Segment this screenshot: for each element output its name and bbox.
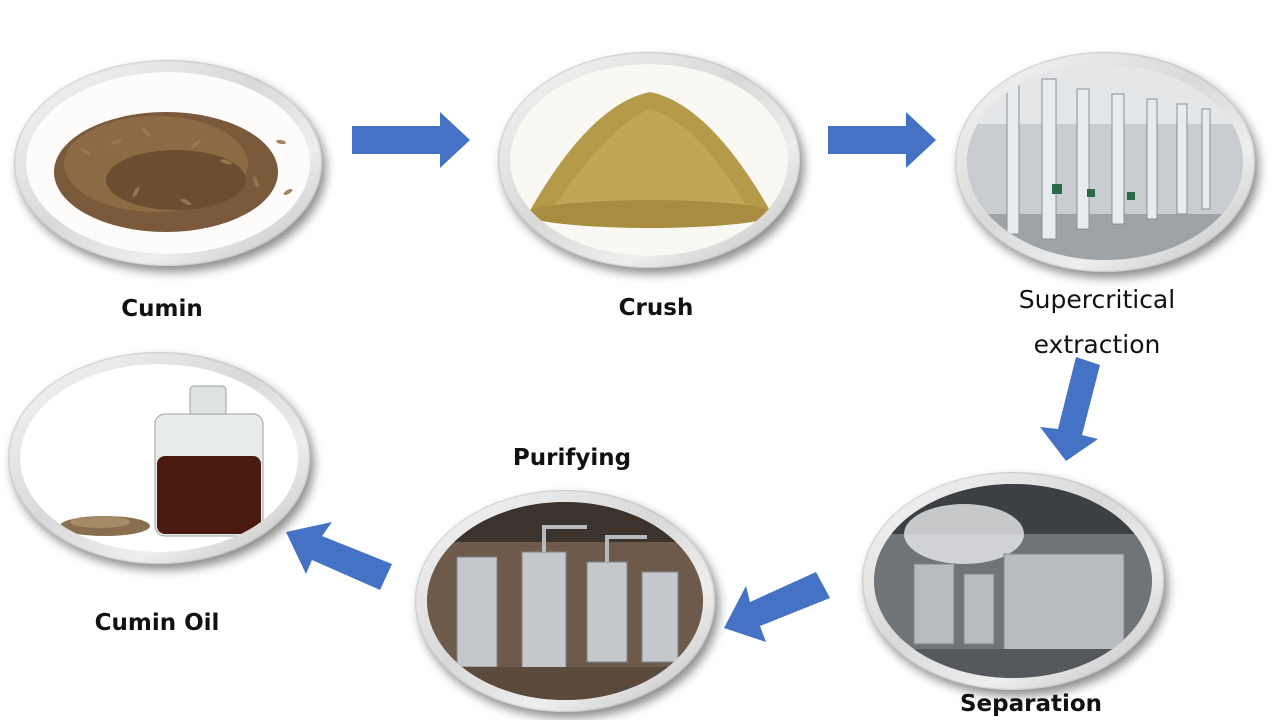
step-label-cumin: Cumin: [121, 296, 203, 322]
purifying-tanks-image-frame: [415, 490, 715, 712]
step-label-cumin-oil: Cumin Oil: [94, 610, 220, 636]
arrow-cumin-to-crush: [352, 112, 470, 168]
arrow-left-icon: [286, 522, 392, 590]
separation-equipment-photo: [874, 484, 1152, 678]
extraction-plant-photo: [967, 64, 1243, 260]
cumin-seeds-photo: [26, 72, 310, 254]
separation-equipment-image-frame: [862, 472, 1164, 690]
extraction-plant-image-frame: [955, 52, 1255, 272]
cumin-powder-photo: [510, 64, 788, 256]
arrow-left-icon: [724, 572, 830, 642]
arrow-right-icon: [352, 112, 470, 168]
step-label-purifying: Purifying: [512, 445, 632, 471]
purifying-tanks-photo: [427, 502, 703, 700]
cumin-seeds-image-frame: [14, 60, 322, 266]
arrow-purifying-to-oil: [286, 522, 392, 590]
cumin-oil-photo: [20, 364, 298, 552]
step-label-separation: Separation: [959, 691, 1103, 717]
cumin-powder-image-frame: [498, 52, 800, 268]
arrow-separation-to-purifying: [724, 572, 830, 642]
step-label-supercritical-extraction: Supercritical extraction: [1018, 285, 1176, 359]
cumin-oil-image-frame: [8, 352, 310, 564]
arrow-right-icon: [828, 112, 936, 168]
arrow-crush-to-extraction: [828, 112, 936, 168]
step-label-crush: Crush: [618, 295, 694, 321]
arrow-down-icon: [1040, 357, 1100, 461]
arrow-extraction-to-separation: [1040, 357, 1100, 461]
